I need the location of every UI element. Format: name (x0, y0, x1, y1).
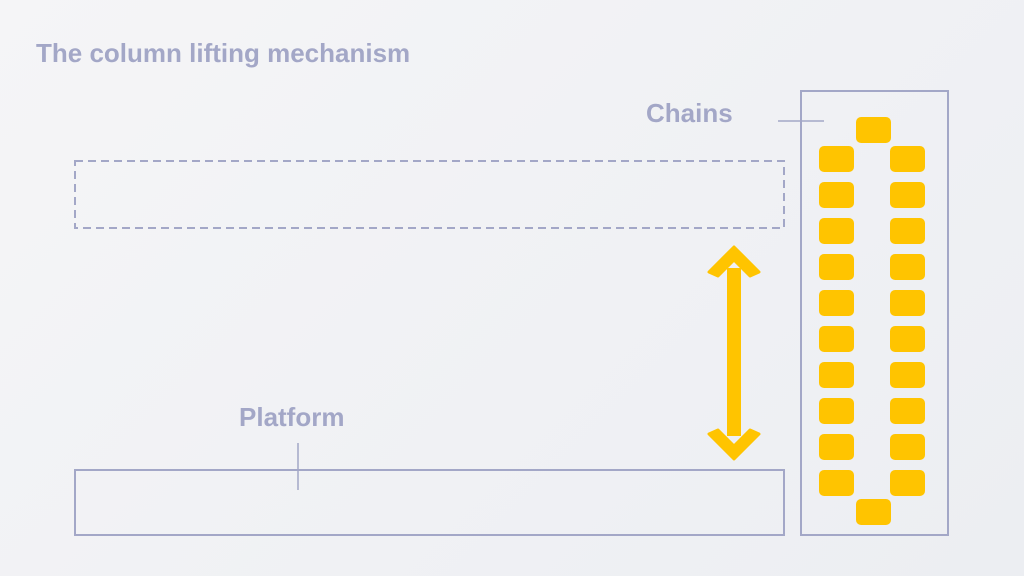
lift-arrow-head-down (707, 428, 761, 461)
chain-link-left (819, 398, 854, 424)
chain-link-right (890, 218, 925, 244)
chain-link-left (819, 362, 854, 388)
chain-link-right (890, 362, 925, 388)
chain-link-bottom (856, 499, 891, 525)
chain-link-right (890, 254, 925, 280)
chains-label: Chains (646, 98, 733, 128)
chain-link-right (890, 146, 925, 172)
lift-arrow-shaft (727, 268, 741, 436)
chain-link-right (890, 182, 925, 208)
chain-link-left (819, 182, 854, 208)
chain-link-right (890, 290, 925, 316)
raised-platform-outline (74, 160, 785, 229)
chain-link-right (890, 326, 925, 352)
platform-outline (74, 469, 785, 536)
chain-link-left (819, 470, 854, 496)
chain-column-housing (800, 90, 949, 536)
chain-link-left (819, 254, 854, 280)
lift-arrow-head-up (707, 245, 761, 278)
chain-link-top (856, 117, 891, 143)
chain-link-left (819, 218, 854, 244)
chain-link-right (890, 470, 925, 496)
chain-link-right (890, 434, 925, 460)
platform-label: Platform (239, 402, 345, 432)
chain-links (819, 117, 925, 525)
chain-link-right (890, 398, 925, 424)
diagram-title: The column lifting mechanism (36, 38, 411, 68)
chain-link-left (819, 146, 854, 172)
chain-link-left (819, 434, 854, 460)
lift-arrow (707, 245, 761, 461)
chain-link-left (819, 326, 854, 352)
chain-link-left (819, 290, 854, 316)
